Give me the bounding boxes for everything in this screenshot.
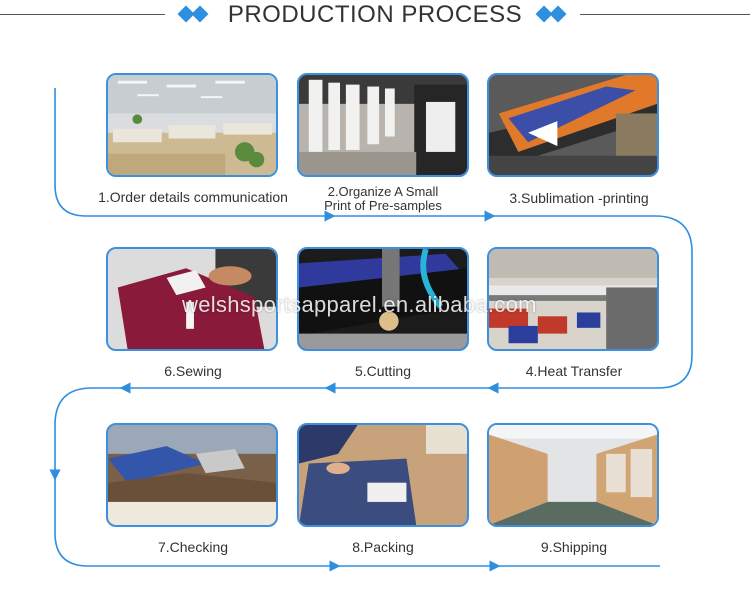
header-rule-right (580, 14, 750, 15)
photo-laser-cutting (297, 247, 469, 351)
photo-warehouse-shipping (487, 423, 659, 527)
photo-sublimation-printer (487, 73, 659, 177)
step-caption-7: 7.Checking (157, 539, 229, 555)
photo-packing (297, 423, 469, 527)
step-caption-1: 1.Order details communication (98, 189, 288, 205)
step-caption-5: 5.Cutting (354, 363, 412, 379)
photo-heat-transfer (487, 247, 659, 351)
photo-office (106, 73, 278, 177)
step-caption-2-line2: Print of Pre-samples (324, 198, 442, 213)
watermark-text: welshsportsapparel.en.alibaba.com (182, 292, 537, 317)
header-rule-left (0, 14, 165, 15)
step-caption-9: 9.Shipping (540, 539, 608, 555)
step-caption-8: 8.Packing (352, 539, 414, 555)
step-caption-4: 4.Heat Transfer (525, 363, 623, 379)
photo-checking (106, 423, 278, 527)
step-caption-2-line1: 2.Organize A Small (327, 184, 439, 199)
page-title: PRODUCTION PROCESS (227, 1, 523, 28)
step-caption-6: 6.Sewing (164, 363, 222, 379)
photo-presample-printing (297, 73, 469, 177)
photo-sewing (106, 247, 278, 351)
step-caption-3: 3.Sublimation -printing (509, 190, 649, 206)
